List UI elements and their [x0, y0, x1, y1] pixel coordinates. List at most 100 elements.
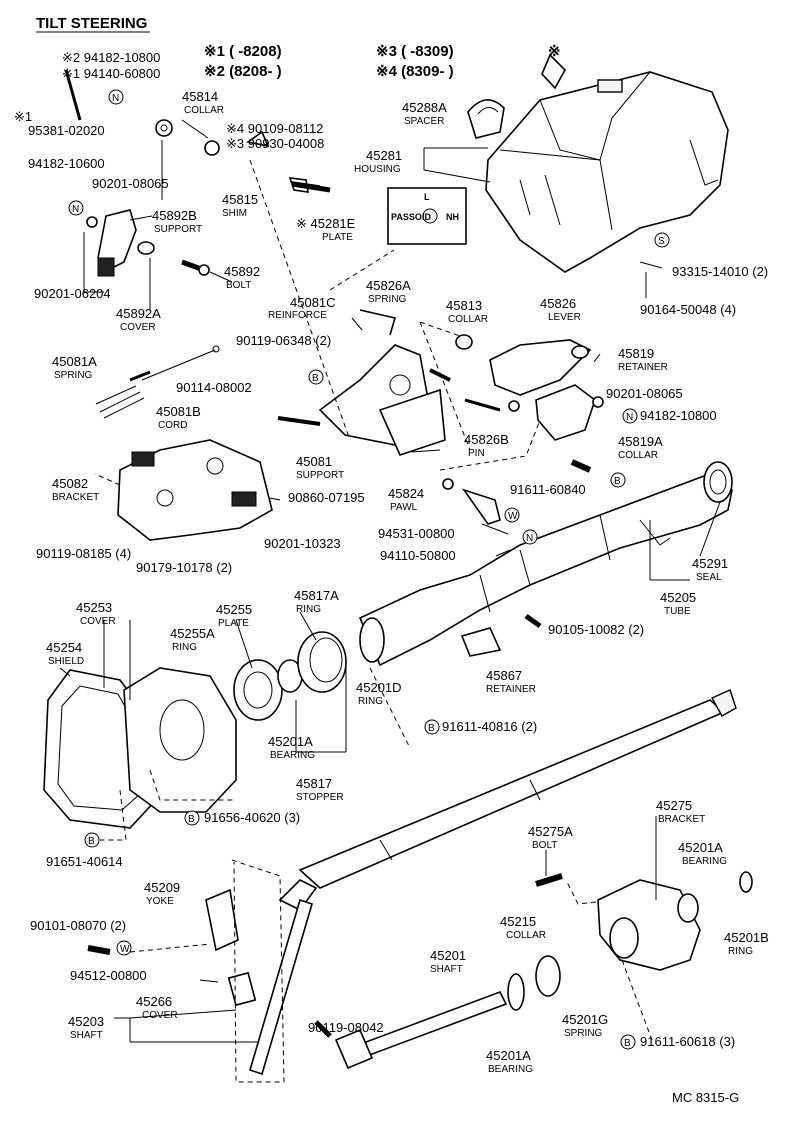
svg-text:N: N	[72, 204, 79, 215]
label: ※ 45281E	[296, 216, 356, 231]
label: SPRING	[368, 294, 407, 305]
label: 91651-40614	[46, 854, 123, 869]
label: BEARING	[682, 856, 727, 867]
label: 90119-08185 (4)	[36, 546, 131, 561]
label: SPRING	[564, 1028, 603, 1039]
label: 91611-40816 (2)	[442, 719, 537, 734]
label: 45253	[76, 600, 112, 615]
label: COLLAR	[506, 930, 546, 941]
legend-4: ※4 (8309- )	[376, 63, 454, 80]
figure-code: MC 8315-G	[672, 1090, 739, 1105]
bracket-45082-part	[94, 439, 273, 541]
marker-b-5: B	[84, 832, 100, 848]
svg-text:W: W	[120, 944, 130, 955]
label: CORD	[158, 420, 187, 431]
label: 45813	[446, 298, 482, 313]
plate-text-top: L	[424, 192, 430, 202]
lower-shaft-45201	[314, 955, 561, 1070]
label: 45255A	[170, 626, 215, 641]
label: 90164-50048 (4)	[640, 302, 736, 317]
label: 45867	[486, 668, 522, 683]
diagram-title: TILT STEERING	[36, 15, 147, 32]
svg-text:B: B	[88, 836, 95, 847]
label: RING	[172, 642, 197, 653]
label: 45215	[500, 914, 536, 929]
spacer-part	[467, 99, 505, 139]
label: BEARING	[488, 1064, 533, 1075]
label: 94182-10600	[28, 156, 105, 171]
label: SHAFT	[70, 1030, 103, 1041]
label: 45203	[68, 1014, 104, 1029]
svg-text:B: B	[312, 373, 319, 384]
label: SPRING	[54, 370, 93, 381]
legend-1: ※1 ( -8208)	[204, 43, 282, 60]
label: 45266	[136, 994, 172, 1009]
label: 45082	[52, 476, 88, 491]
leader-lines	[59, 119, 721, 1043]
plate-text-center: ID	[422, 212, 432, 222]
marker-w-1: W	[504, 507, 520, 523]
label: 45201G	[562, 1012, 608, 1027]
label: 45081	[296, 454, 332, 469]
label: 45201A	[678, 840, 723, 855]
cover-shield-stack	[43, 631, 347, 829]
label: STOPPER	[296, 792, 344, 803]
label: RING	[358, 696, 383, 707]
lever-cluster	[442, 334, 604, 525]
svg-text:S: S	[658, 236, 665, 247]
label: 90860-07195	[288, 490, 365, 505]
label: COLLAR	[618, 450, 658, 461]
marker-s-1: S	[654, 232, 670, 248]
label: RETAINER	[486, 684, 536, 695]
marker-w-2: W	[116, 940, 132, 956]
plate-text-passo: PASSO	[391, 212, 422, 222]
label: 45824	[388, 486, 424, 501]
label: 45281	[366, 148, 402, 163]
label: ※2 94182-10800	[62, 50, 160, 65]
label: 90201-10323	[264, 536, 341, 551]
label: SHIELD	[48, 656, 84, 667]
label: TUBE	[664, 606, 691, 617]
label: 91656-40620 (3)	[204, 810, 300, 825]
label: 45275	[656, 798, 692, 813]
label: 45826A	[366, 278, 411, 293]
label: 45254	[46, 640, 82, 655]
label: 45892A	[116, 306, 161, 321]
label: 90201-08065	[606, 386, 683, 401]
label: 45201	[430, 948, 466, 963]
label: 91611-60840	[510, 482, 586, 497]
label: SHIM	[222, 208, 247, 219]
label: SEAL	[696, 572, 722, 583]
support-45892b-part	[86, 209, 210, 277]
label: 90119-06348 (2)	[236, 333, 331, 348]
dashed-guides	[100, 159, 653, 1083]
svg-text:N: N	[626, 412, 633, 423]
label: ※3 90930-04008	[226, 136, 324, 151]
label: 45081B	[156, 404, 201, 419]
label: 45275A	[528, 824, 573, 839]
marker-n-4: N	[522, 529, 538, 545]
label: ※1 94140-60800	[62, 66, 160, 81]
svg-text:N: N	[112, 93, 119, 104]
label: SPACER	[404, 116, 444, 127]
label: COVER	[120, 322, 156, 333]
marker-n-1: N	[108, 89, 124, 105]
label: 45819	[618, 346, 654, 361]
label: 45892	[224, 264, 260, 279]
label: 45201A	[486, 1048, 531, 1063]
label: 45255	[216, 602, 252, 617]
label: 94531-00800	[378, 526, 455, 541]
svg-text:W: W	[508, 511, 518, 522]
label: ※1	[14, 109, 32, 124]
label: BOLT	[532, 840, 557, 851]
marker-b-2: B	[610, 472, 626, 488]
label: 45819A	[618, 434, 663, 449]
retainer-45867-part	[460, 613, 542, 657]
part-labels: ※2 94182-10800 ※1 94140-60800 95381-0202…	[14, 50, 769, 1075]
label: 93315-14010 (2)	[672, 264, 768, 279]
legend-3: ※3 ( -8309)	[376, 43, 454, 60]
label: 91611-60618 (3)	[640, 1034, 735, 1049]
label: LEVER	[548, 312, 581, 323]
label: YOKE	[146, 896, 174, 907]
marker-b-4: B	[184, 810, 200, 826]
